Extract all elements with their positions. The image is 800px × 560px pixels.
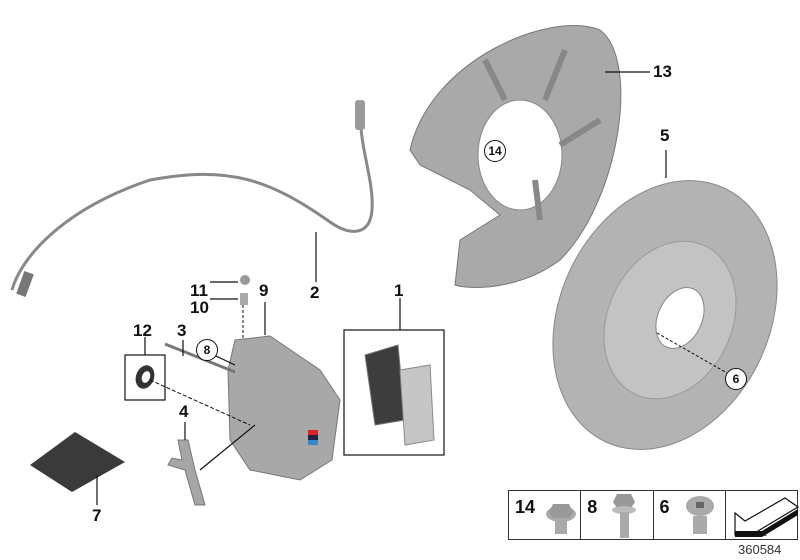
callout-7[interactable]: 7 bbox=[92, 506, 102, 525]
callout-1[interactable]: 1 bbox=[394, 281, 404, 300]
callout-5[interactable]: 5 bbox=[660, 126, 670, 145]
brake-disc-art bbox=[552, 180, 778, 450]
legend-cell-6[interactable]: 6 bbox=[654, 491, 726, 539]
legend-cell-arrow[interactable] bbox=[726, 491, 799, 539]
direction-arrow-icon bbox=[734, 497, 799, 537]
sensor-connector bbox=[16, 271, 34, 297]
legend-label: 6 bbox=[659, 497, 670, 517]
protection-plate-art bbox=[409, 25, 622, 288]
callout-12[interactable]: 12 bbox=[133, 321, 152, 340]
legend-label: 14 bbox=[515, 497, 536, 517]
callout-3[interactable]: 3 bbox=[177, 321, 187, 340]
callout-4[interactable]: 4 bbox=[179, 402, 189, 421]
legend-cell-8[interactable]: 8 bbox=[581, 491, 654, 539]
sensor-plug bbox=[355, 100, 365, 130]
hex-flange-bolt-icon bbox=[546, 504, 576, 534]
callout-6[interactable]: 6 bbox=[725, 368, 747, 390]
figure-id: 360584 bbox=[738, 542, 782, 557]
callout-14[interactable]: 14 bbox=[484, 140, 506, 162]
callout-10[interactable]: 10 bbox=[190, 298, 209, 317]
fastener-legend: 14 8 6 bbox=[508, 490, 799, 540]
callout-13[interactable]: 13 bbox=[653, 62, 672, 81]
legend-label: 8 bbox=[587, 497, 598, 517]
hex-bolt-icon bbox=[612, 494, 637, 538]
callout-9[interactable]: 9 bbox=[259, 281, 269, 300]
brake-wear-sensor-wire bbox=[10, 109, 374, 291]
brake-caliper-art bbox=[227, 335, 341, 481]
callout-8[interactable]: 8 bbox=[196, 339, 218, 361]
legend-cell-14[interactable]: 14 bbox=[509, 491, 582, 539]
callout-2[interactable]: 2 bbox=[310, 283, 320, 302]
countersunk-screw-icon bbox=[685, 496, 714, 534]
callout-11[interactable]: 11 bbox=[190, 281, 208, 300]
